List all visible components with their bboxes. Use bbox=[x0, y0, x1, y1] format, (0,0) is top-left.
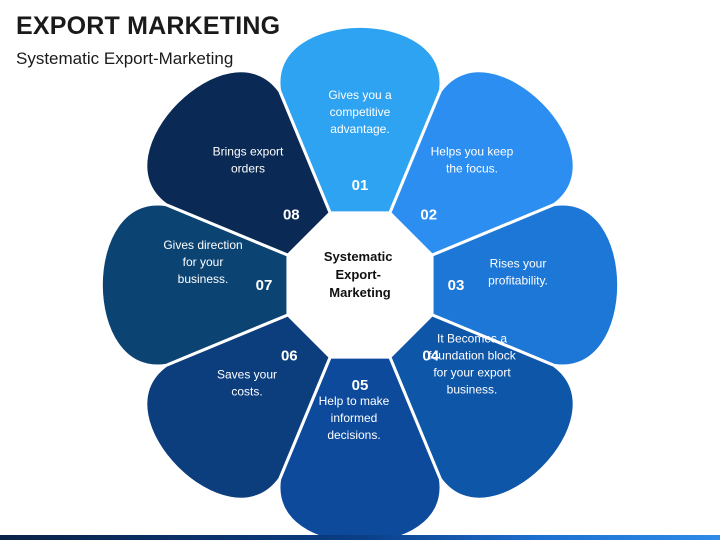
petal-description-line: orders bbox=[231, 162, 265, 176]
petal-number-08: 08 bbox=[283, 206, 300, 223]
bottom-accent-bar bbox=[0, 535, 720, 540]
petal-03 bbox=[430, 202, 621, 368]
petal-description-line: business. bbox=[447, 383, 498, 397]
petal-description-line: advantage. bbox=[330, 122, 389, 136]
petal-description-line: for your bbox=[183, 255, 224, 269]
petal-description-line: for your export bbox=[433, 366, 511, 380]
petal-05 bbox=[277, 355, 443, 540]
petal-number-03: 03 bbox=[448, 277, 465, 294]
petal-description-line: informed bbox=[331, 411, 378, 425]
petal-description-line: costs. bbox=[231, 385, 262, 399]
petal-description-line: profitability. bbox=[488, 274, 548, 288]
center-octagon bbox=[286, 211, 434, 359]
page-subtitle: Systematic Export-Marketing bbox=[16, 49, 234, 68]
petal-description-line: Helps you keep bbox=[431, 145, 514, 159]
petal-description-line: It Becomes a bbox=[437, 332, 507, 346]
petal-number-02: 02 bbox=[420, 206, 437, 223]
petal-description-line: the focus. bbox=[446, 162, 498, 176]
center-label-line-1: Systematic bbox=[324, 249, 393, 264]
center-hub: Systematic Export- Marketing bbox=[286, 211, 434, 359]
petal-description-line: Gives direction bbox=[163, 238, 242, 252]
center-label: Systematic Export- Marketing bbox=[324, 249, 396, 300]
page-title: EXPORT MARKETING bbox=[16, 12, 281, 40]
petal-number-06: 06 bbox=[281, 348, 298, 365]
petal-description-06: Saves your costs. bbox=[217, 368, 277, 399]
petal-description-08: Brings export orders bbox=[213, 145, 284, 176]
petal-description-line: decisions. bbox=[327, 428, 380, 442]
petal-description-03: Rises your profitability. bbox=[488, 257, 548, 288]
petal-07 bbox=[99, 202, 290, 368]
petal-06 bbox=[144, 313, 332, 501]
petal-description-02: Helps you keep the focus. bbox=[431, 145, 514, 176]
center-label-line-2: Export- bbox=[335, 267, 381, 282]
petal-04 bbox=[388, 313, 576, 501]
petal-description-line: foundation block bbox=[428, 349, 516, 363]
petal-description-04: It Becomes a foundation block for your exp… bbox=[428, 332, 516, 397]
petal-01 bbox=[277, 24, 443, 215]
petal-description-line: competitive bbox=[330, 105, 391, 119]
petal-description-line: business. bbox=[178, 272, 229, 286]
petal-description-line: Brings export bbox=[213, 145, 284, 159]
petal-description-07: Gives direction for your business. bbox=[163, 238, 242, 286]
petal-description-01: Gives you a competitive advantage. bbox=[328, 88, 392, 136]
petal-02 bbox=[388, 69, 576, 257]
petal-number-07: 07 bbox=[256, 277, 273, 294]
petal-08 bbox=[144, 69, 332, 257]
center-label-line-3: Marketing bbox=[329, 285, 390, 300]
petal-description-line: Saves your bbox=[217, 368, 277, 382]
petal-number-05: 05 bbox=[352, 377, 369, 394]
petal-number-01: 01 bbox=[352, 177, 369, 194]
petal-description-line: Help to make bbox=[319, 394, 390, 408]
petal-description-line: Gives you a bbox=[328, 88, 392, 102]
petal-description-05: Help to make informed decisions. bbox=[319, 394, 390, 442]
petal-number-04: 04 bbox=[422, 348, 439, 365]
petal-description-line: Rises your bbox=[490, 257, 547, 271]
